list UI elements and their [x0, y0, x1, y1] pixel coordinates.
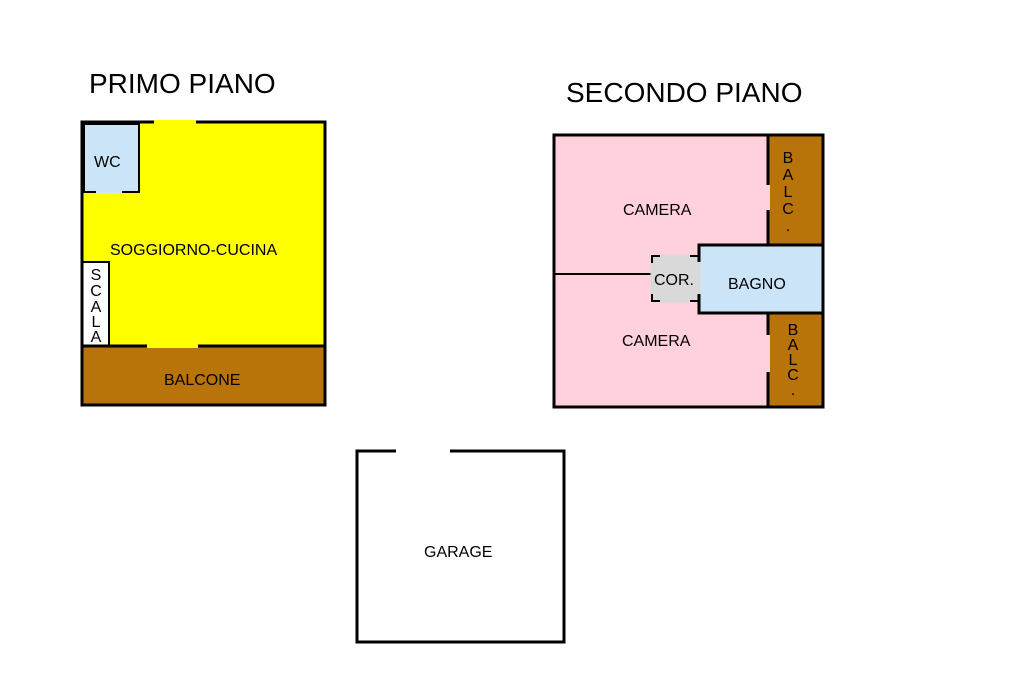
stair-letter: C	[90, 283, 102, 300]
stair-letter: L	[92, 314, 101, 331]
corridor-label: COR.	[654, 272, 694, 289]
balcony-bottom-letter: A	[788, 337, 799, 354]
wc-room	[83, 123, 140, 193]
balcony-top-room	[768, 135, 823, 245]
balcony-bottom-letter: .	[791, 382, 795, 399]
garage-room	[355, 449, 566, 644]
bathroom-room	[697, 243, 825, 315]
balcony-bottom-letter: L	[789, 352, 798, 369]
balcony-top-letter: A	[783, 167, 794, 184]
stair-letter: A	[91, 329, 102, 346]
balcony-bottom-room	[768, 313, 823, 407]
second-floor-title: SECONDO PIANO	[566, 77, 803, 108]
balcony-top-letter: L	[784, 184, 793, 201]
wc-label: WC	[94, 154, 121, 171]
bedroom-top-label: CAMERA	[623, 202, 692, 219]
balcony-bottom-letter: C	[787, 367, 799, 384]
balcony-top-letter: .	[786, 218, 790, 235]
first-floor-outer-wall	[80, 120, 327, 407]
garage-label: GARAGE	[424, 544, 492, 561]
first-floor-title: PRIMO PIANO	[89, 68, 276, 99]
balcony-bottom-letter: B	[788, 322, 799, 339]
stair-letter: A	[91, 299, 102, 316]
bathroom-label: BAGNO	[728, 276, 786, 293]
second-floor-outer-wall	[552, 133, 825, 409]
stair-letter: S	[91, 267, 102, 284]
balcony-label: BALCONE	[164, 372, 240, 389]
bedroom-bottom-label: CAMERA	[622, 333, 691, 350]
living-kitchen-label: SOGGIORNO-CUCINA	[110, 242, 277, 259]
balcony-top-letter: C	[782, 201, 794, 218]
garage-plan: GARAGE	[355, 448, 566, 644]
first-floor-plan: WC SOGGIORNO-CUCINA S C A L A BALCONE	[80, 120, 327, 407]
second-floor-plan: CAMERA CAMERA COR. BAGNO B A L C . B A L…	[552, 133, 825, 409]
balcony-top-letter: B	[783, 150, 794, 167]
